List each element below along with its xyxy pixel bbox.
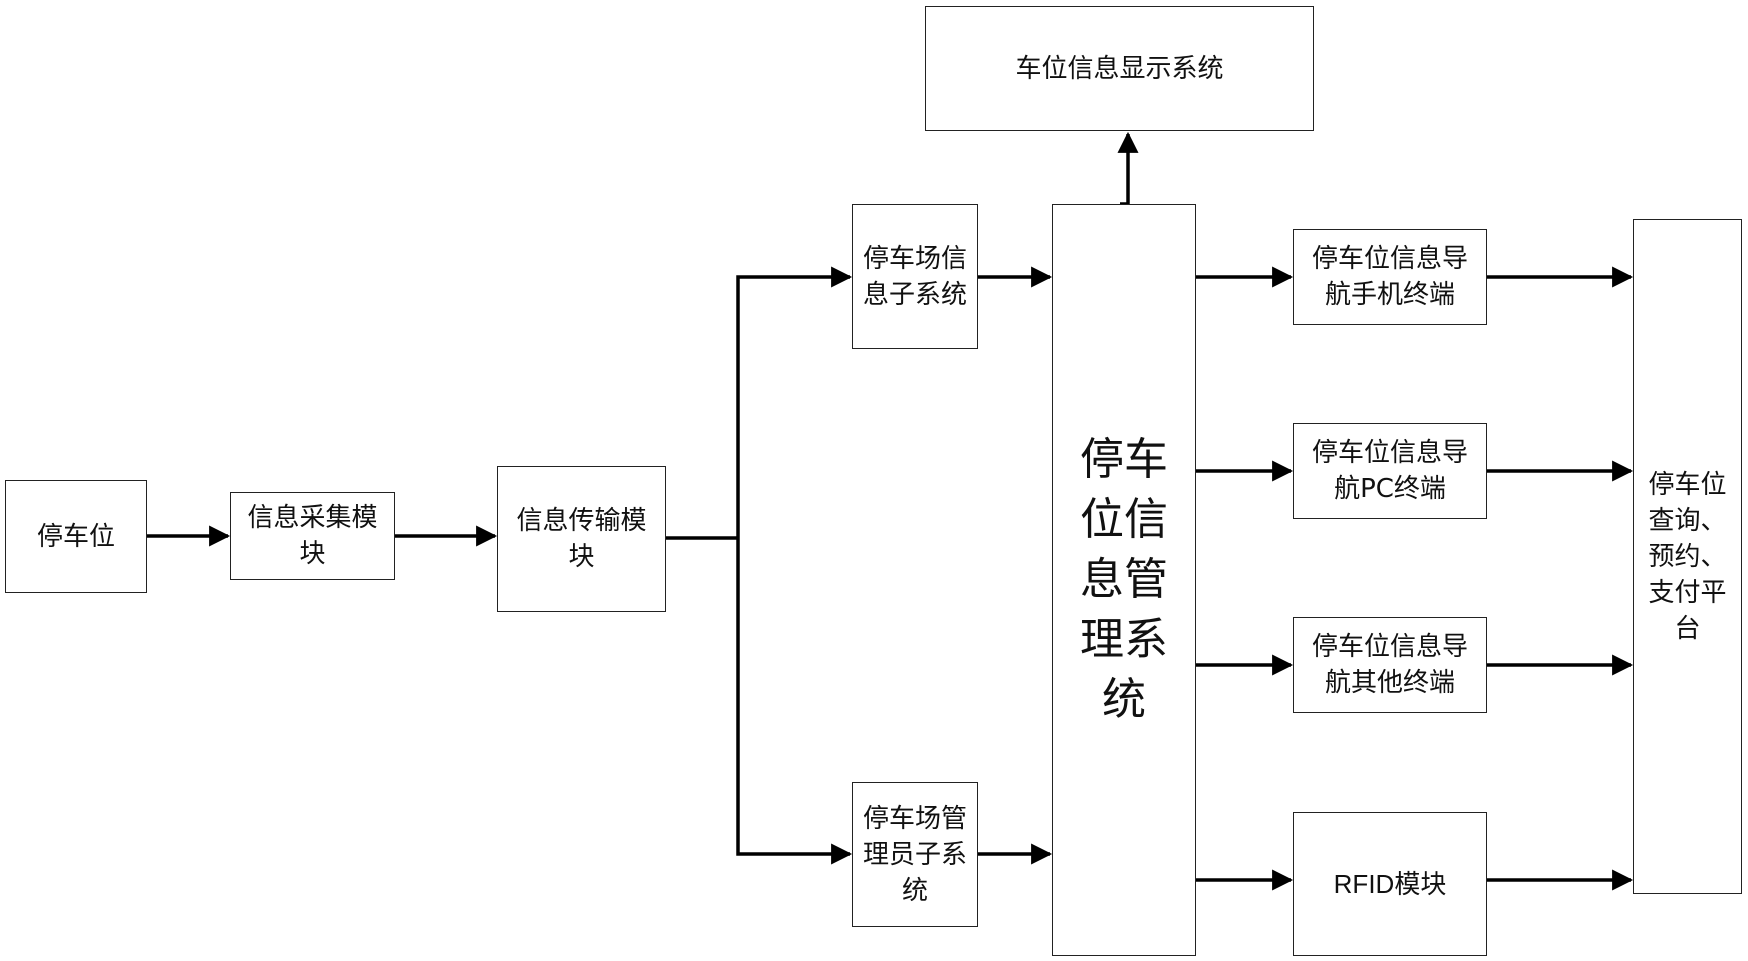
node-transmission-module: 信息传输模 块: [497, 466, 666, 612]
label-display-system: 车位信息显示系统: [1015, 53, 1224, 84]
label-rfid-module: RFID模块: [1333, 869, 1447, 899]
node-collection-module: 信息采集模 块: [230, 492, 395, 580]
node-rfid-module: RFID模块: [1293, 812, 1487, 956]
label-collection-module: 信息采集模 块: [247, 503, 378, 569]
label-transmission-module: 信息传输模 块: [516, 506, 647, 572]
label-lot-info-subsystem: 停车场信 息子系统: [862, 243, 967, 310]
label-lot-admin-subsystem: 停车场管 理员子系 统: [862, 803, 967, 906]
label-management-system: 停车 位信 息管 理系 统: [1080, 434, 1168, 725]
label-nav-other: 停车位信息导 航其他终端: [1311, 632, 1468, 698]
edge-split-to-lot-info: [736, 266, 853, 538]
edge-split-to-lot-admin: [736, 538, 853, 865]
node-management-system: 停车 位信 息管 理系 统: [1052, 204, 1196, 956]
label-parking-space: 停车位: [36, 521, 115, 552]
node-display-system: 车位信息显示系统: [925, 6, 1314, 131]
label-nav-mobile: 停车位信息导 航手机终端: [1311, 244, 1468, 310]
node-nav-pc: 停车位信息导 航PC终端: [1293, 423, 1487, 519]
node-lot-info-subsystem: 停车场信 息子系统: [852, 204, 978, 349]
node-lot-admin-subsystem: 停车场管 理员子系 统: [852, 782, 978, 927]
node-nav-mobile: 停车位信息导 航手机终端: [1293, 229, 1487, 325]
node-query-platform: 停车位 查询、 预约、 支付平 台: [1633, 219, 1742, 894]
node-nav-other: 停车位信息导 航其他终端: [1293, 617, 1487, 713]
label-query-platform: 停车位 查询、 预约、 支付平 台: [1648, 469, 1727, 644]
label-nav-pc: 停车位信息导 航PC终端: [1311, 438, 1468, 504]
node-parking-space: 停车位: [5, 480, 147, 593]
edge-management-to-display: [1117, 131, 1139, 206]
